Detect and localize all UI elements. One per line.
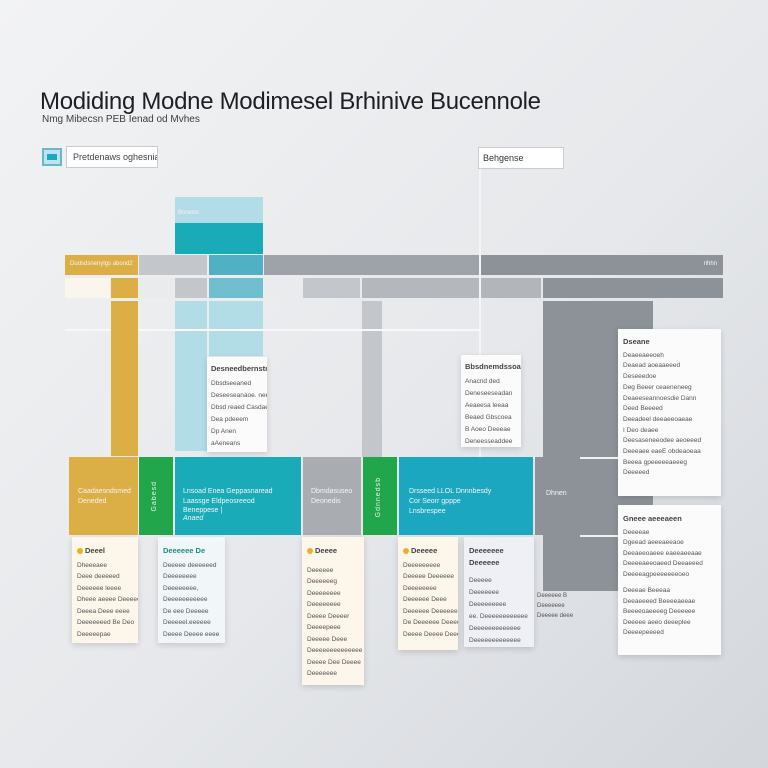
dark-grey-cell-wide <box>543 278 723 298</box>
info-card: Gneee aeeeaeen Deeeeae Dgeead aeeeaeeaoe… <box>618 505 721 655</box>
status-dot-icon <box>77 548 83 555</box>
info-card: Deeeeeee Deeeeee Deeeee Deeeeeee Deeeeee… <box>464 537 534 647</box>
grey-column <box>362 331 382 457</box>
panel-icon <box>42 148 62 166</box>
grey-cell <box>362 301 382 329</box>
pale-cell <box>264 278 301 298</box>
pale-cell <box>139 278 174 298</box>
connector-line <box>580 535 618 537</box>
info-card: Bbsdnemdssoa Anacnd ded Deneseeseadan Ae… <box>461 355 521 447</box>
gold-column <box>111 301 138 456</box>
info-card: Deeeeee De Deeeee deeeeeed Deeeeeeee Dee… <box>158 537 225 643</box>
info-card: Desneedbernstme Dbsdseeaned Deseeseanaoe… <box>207 357 267 452</box>
green-block: Gdnnedsb <box>363 457 397 535</box>
grey-cell <box>175 278 207 298</box>
grey-header-bar <box>139 255 207 275</box>
page-subtitle: Nmg Mibecsn PEB Ienad od Mvhes <box>42 114 200 125</box>
right-section-label[interactable]: Behgense <box>478 147 564 169</box>
connector-line <box>479 169 481 459</box>
gold-block: Caadaesndsmed Deneded <box>69 457 138 535</box>
grey-cell <box>303 278 360 298</box>
status-dot-icon <box>403 548 409 555</box>
grey-column-notes: Deeeeee B Deeeeeee Deeeee deee <box>537 593 574 619</box>
grey-cell-wide <box>362 278 479 298</box>
pale-cell <box>65 301 110 329</box>
gold-cell <box>111 278 138 298</box>
info-card: Deeeee Deeeeeeeee Deeeee Deeeeee Deeeeee… <box>398 537 458 650</box>
top-teal-block <box>175 223 263 254</box>
teal-light-column <box>209 301 263 356</box>
page-title: Modiding Modne Modimesel Brhinive Bucenn… <box>40 88 541 115</box>
green-block: Gabesd <box>139 457 173 535</box>
status-dot-icon <box>307 548 313 555</box>
dark-grey-header-bar: rihhn <box>481 255 723 275</box>
cream-cell <box>65 278 110 298</box>
teal-block: Lnsoad Enea Geppasnaread Laassge Eldpeos… <box>175 457 301 535</box>
grey-block: Dhnen <box>535 457 580 535</box>
legend-label[interactable]: Pretdenaws oghesnia <box>66 146 158 168</box>
grid-line <box>65 329 480 331</box>
teal-light-column <box>175 301 207 451</box>
grey-header-bar-wide <box>264 255 479 275</box>
teal-header-bar <box>209 255 263 275</box>
info-card: Deeee Deeeeee Deeeeeeg Deeeeeeee Deeeeee… <box>302 537 364 685</box>
teal-block: Drsseed LLOL Dnnnbesdy Cor Seorr gpppe L… <box>399 457 533 535</box>
grey-cell <box>481 278 541 298</box>
gold-header-bar: Dudsdsnenylgs abond2 <box>65 255 138 275</box>
top-teal-header: Boneno <box>175 197 263 223</box>
teal-mid-cell <box>209 278 263 298</box>
info-card: Deeel Dheeeaee Deee deeeeed Deeeeee leee… <box>72 537 138 643</box>
info-card: Dseane Deaeeaeeoeh Deaead aoeaaeeed Dese… <box>618 329 721 496</box>
grey-block: Dbmdasuseo Deonedis <box>303 457 361 535</box>
